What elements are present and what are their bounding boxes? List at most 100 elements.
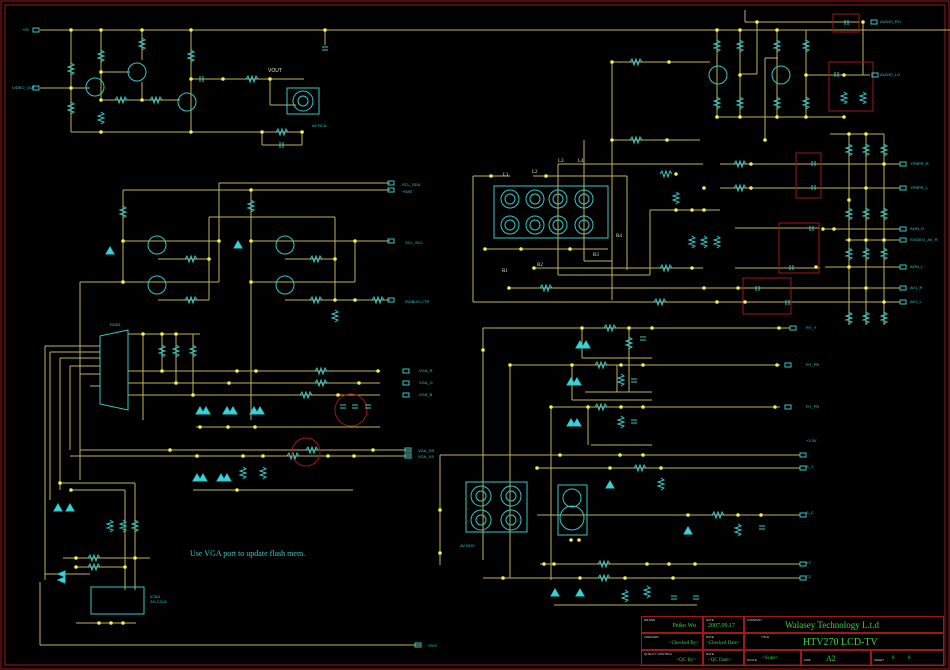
resistor-r409 — [671, 191, 681, 205]
diode-d806 — [195, 405, 211, 415]
resistor-r823 — [594, 402, 608, 412]
resistor-r40 — [184, 254, 198, 264]
svideo-connector — [557, 484, 588, 536]
transistor-q404 — [771, 65, 791, 85]
capacitor-c311 — [199, 76, 204, 82]
highlight-box-c423 — [832, 13, 860, 33]
diode-d807 — [222, 405, 238, 415]
net-label-avin-l: AVIN_L — [910, 264, 924, 269]
company-name: Walasey Technology L.t.d — [785, 620, 879, 630]
vga-termination-resistors — [157, 344, 198, 358]
resistor-r306 — [137, 37, 147, 51]
net-label-av1-l: AV1_L — [910, 299, 922, 304]
net-label-video-out: VIDEO_OUT — [12, 85, 36, 90]
highlight-circle-vga-caps — [334, 393, 368, 427]
resistor-r418 — [629, 57, 643, 67]
zener-diode-s-c — [683, 525, 693, 535]
net-label-avin-r: AVIN_R — [910, 226, 924, 231]
title-cell-checked: CHECKED <Checked By> — [641, 633, 703, 650]
net-label-vga-hs: VGA_HS — [418, 448, 435, 453]
annotation-note: Use VGA port to update flash mem. — [190, 549, 305, 558]
net-label-p5vb: +5VB — [402, 189, 412, 194]
net-label-audio-lo: AUDIO_LO — [880, 72, 900, 77]
av-input-section: L1 L2 L3 L4 R1 R2 R3 R4 — [472, 140, 722, 307]
resistor-r804 — [314, 366, 328, 376]
resistor-r43 — [246, 199, 256, 213]
label-l3: L3 — [558, 159, 564, 164]
eeprom-ic301 — [90, 586, 145, 615]
net-label-s-y: S_Y — [806, 464, 814, 469]
diode-d807b — [56, 570, 66, 584]
net-label-vout: VOUT — [268, 68, 282, 74]
title-cell-qc-date: DATE <QC Date> — [703, 650, 744, 666]
net-label-y2: Y2 — [806, 560, 812, 565]
resistor-r314 — [633, 463, 647, 473]
title-cell-checked-date: DATE <Checked Date> — [703, 633, 744, 650]
qc-date: <QC Date> — [708, 658, 732, 663]
resistor-r305b — [114, 95, 128, 105]
net-label-scl-sda: SCL_SDA — [402, 182, 421, 187]
checked-by: <Checked By> — [668, 641, 699, 646]
net-label-p5v: +5V — [22, 27, 30, 32]
rca-jack-block-4 — [465, 481, 528, 533]
net-label-ry-pr: RY_PR — [806, 404, 819, 409]
label-r4: R4 — [616, 234, 622, 239]
vga-section: RGB1 — [44, 322, 435, 580]
resistor-r303 — [66, 101, 76, 115]
net-label-scl-scl: SCL_SCL — [405, 240, 424, 245]
net-port-video-out — [32, 85, 40, 91]
resistor-r406 — [659, 169, 673, 179]
rca-jack-block-8 — [493, 185, 609, 239]
title-cell-title: TITLE HTV270 LCD-TV — [744, 633, 944, 650]
zener-diode-2 — [233, 239, 243, 249]
net-label-ypbpr-r: YPBPR_R — [910, 161, 929, 166]
resistor-r806 — [299, 390, 313, 400]
label-l4: L4 — [578, 159, 584, 164]
capacitor-c312 — [322, 46, 328, 51]
resistor-r421 — [539, 283, 553, 293]
diode-d808 — [249, 405, 265, 415]
ypbpr-video-section: RY_Y RY_PB RY_PR +3.3V S_Y S_C Y2 C2 AV … — [438, 323, 819, 606]
diode-d823 — [566, 417, 582, 427]
transistor-q302 — [127, 62, 147, 82]
resistor-r304 — [96, 111, 106, 125]
title-cell-scale: SCALE <Scale> — [744, 650, 801, 666]
resistor-r309 — [245, 74, 259, 84]
highlight-circle-vga-sync — [291, 437, 321, 467]
transistor-q401 — [147, 275, 167, 295]
sheet-number: 8 — [892, 656, 895, 661]
checked-date: <Checked Date> — [706, 641, 740, 646]
i2c-level-shift-section: SCL_SDA +5VB SCL_SCL ISDBUS-CTR — [79, 180, 430, 480]
resistor-r822 — [594, 360, 608, 370]
label-r1: R1 — [502, 269, 508, 274]
resistor-r437 — [733, 159, 747, 169]
net-label-ry-pb: RY_PB — [806, 362, 819, 367]
diode-d810 — [216, 472, 232, 482]
resistor-r302 — [66, 62, 76, 76]
audio-section: AUDIO_RO AUDIO_LO — [610, 10, 901, 300]
zener-diode-s-y — [605, 479, 615, 489]
net-label-p5vs: +5VS — [427, 643, 437, 648]
net-label-ypbpr-l: YPBPR_L — [910, 185, 929, 190]
resistor-r319 — [597, 559, 611, 569]
resistor-r46 — [371, 295, 385, 305]
transistor-q303 — [177, 92, 197, 112]
av-box-label: AV BOX — [460, 543, 475, 548]
resistor-r805 — [314, 378, 328, 388]
title-cell-qc: QUALITY CONTROL <QC By> — [641, 650, 703, 666]
transistor-q403 — [708, 65, 728, 85]
title-cell-date: DATE 2007.09.17 — [703, 616, 744, 633]
title-cell-sheet: SHEET 8 8 — [871, 650, 944, 666]
resistor-r417 — [629, 135, 643, 145]
transistor-q2 — [275, 235, 295, 255]
capacitor-c313 — [279, 142, 284, 148]
highlight-box-ypbpr-caps — [795, 152, 822, 199]
scale-value: <Scale> — [762, 656, 779, 661]
video-out-section: +5V VIDEO_OUT — [12, 27, 950, 148]
sheet-border-inner — [4, 4, 946, 666]
vga-connector-label: RGB1 — [110, 322, 122, 327]
resistor-r41 — [184, 295, 198, 305]
transistor-q1 — [275, 275, 295, 295]
title-cell-company: COMPANY Walasey Technology L.t.d — [744, 616, 944, 633]
